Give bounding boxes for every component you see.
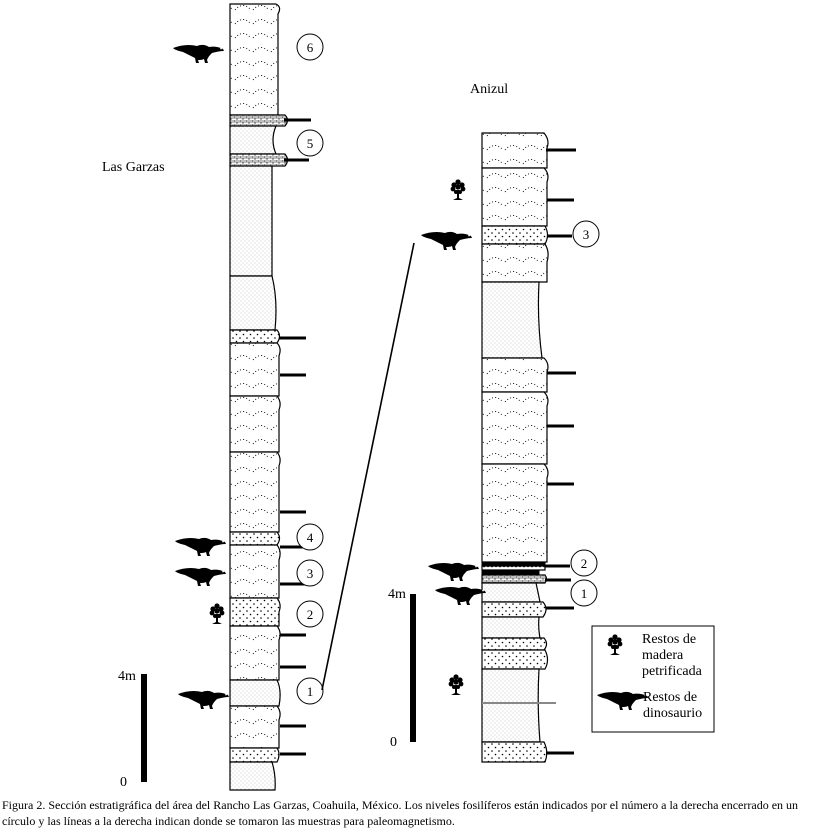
petrified-wood-tree-icon bbox=[448, 674, 464, 695]
stratum-a15 bbox=[481, 616, 541, 639]
fossil-level-1: 1 bbox=[296, 677, 324, 705]
anizul-column: 3 2 1 bbox=[421, 132, 600, 763]
petrified-wood-tree-icon bbox=[607, 634, 623, 655]
stratum-l11 bbox=[229, 531, 281, 546]
stratum-a3 bbox=[481, 225, 549, 245]
stratum-a10 bbox=[481, 565, 546, 571]
svg-text:2: 2 bbox=[581, 556, 588, 571]
svg-text:1: 1 bbox=[307, 684, 314, 699]
stratum-l12 bbox=[229, 544, 281, 599]
dinosaur-icon bbox=[173, 44, 224, 63]
anizul-sample-ticks bbox=[545, 148, 576, 755]
las-garzas-sample-ticks bbox=[279, 118, 311, 756]
stratum-a12 bbox=[481, 574, 548, 584]
stratum-a6 bbox=[481, 357, 549, 393]
stratum-l7 bbox=[229, 329, 281, 344]
anizul-title: Anizul bbox=[470, 82, 508, 97]
stratum-a13 bbox=[481, 582, 541, 603]
svg-text:6: 6 bbox=[307, 40, 314, 55]
stratum-l10 bbox=[229, 451, 281, 533]
fossil-level-6: 6 bbox=[296, 33, 324, 61]
svg-text:3: 3 bbox=[307, 566, 314, 581]
stratum-a5 bbox=[481, 281, 543, 359]
fossil-level-2: 2 bbox=[570, 549, 598, 577]
stratum-a2 bbox=[481, 167, 549, 227]
stratum-a19 bbox=[481, 741, 548, 763]
anizul-fossil-levels: 3 2 1 bbox=[570, 220, 600, 607]
scale-bar-left: 4m 0 bbox=[118, 669, 147, 790]
las-garzas-column: 6 5 4 3 2 1 bbox=[173, 3, 324, 791]
stratum-l2 bbox=[229, 114, 289, 127]
dinosaur-icon bbox=[175, 537, 226, 556]
stratum-l4 bbox=[229, 153, 289, 167]
stratum-l13 bbox=[229, 597, 281, 627]
stratum-l15 bbox=[229, 679, 281, 707]
stratum-l8 bbox=[229, 342, 281, 397]
stratum-a8 bbox=[481, 463, 549, 563]
fossil-level-3: 3 bbox=[572, 220, 600, 248]
stratum-a11 bbox=[481, 569, 540, 576]
stratum-l5 bbox=[229, 165, 273, 277]
dinosaur-icon bbox=[435, 586, 486, 605]
legend-wood-label: Restos de madera petrificada bbox=[642, 632, 703, 679]
stratum-l18 bbox=[229, 761, 276, 791]
fossil-level-4: 4 bbox=[296, 523, 324, 551]
svg-text:4: 4 bbox=[307, 530, 314, 545]
figure-caption: Figura 2. Sección estratigráfica del áre… bbox=[2, 798, 799, 828]
stratum-l9 bbox=[229, 395, 281, 453]
svg-text:3: 3 bbox=[583, 227, 590, 242]
legend: Restos de madera petrificada Restos de d… bbox=[591, 625, 715, 733]
stratum-a17 bbox=[481, 649, 549, 670]
legend-dino-label: Restos de dinosaurio bbox=[643, 690, 702, 721]
dinosaur-icon bbox=[178, 690, 229, 709]
stratum-l14 bbox=[229, 625, 281, 681]
dinosaur-icon bbox=[597, 691, 648, 710]
stratum-l6 bbox=[229, 275, 277, 331]
svg-text:4m: 4m bbox=[118, 669, 136, 684]
dinosaur-icon bbox=[421, 231, 472, 250]
stratum-a4 bbox=[481, 243, 549, 283]
svg-text:2: 2 bbox=[307, 607, 314, 622]
fossil-level-1: 1 bbox=[570, 579, 598, 607]
svg-text:1: 1 bbox=[581, 586, 588, 601]
stratum-l1 bbox=[229, 3, 281, 116]
stratum-a1 bbox=[481, 132, 549, 169]
scale-bar-right: 4m 0 bbox=[388, 587, 416, 750]
stratum-l17 bbox=[229, 747, 280, 763]
las-garzas-fossil-levels: 6 5 4 3 2 1 bbox=[296, 33, 324, 705]
stratum-l3 bbox=[229, 125, 277, 155]
stratum-a16 bbox=[481, 637, 548, 651]
stratum-l16 bbox=[229, 705, 281, 749]
petrified-wood-tree-icon bbox=[450, 179, 466, 200]
svg-text:4m: 4m bbox=[388, 587, 406, 602]
fossil-level-3: 3 bbox=[296, 559, 324, 587]
stratum-a14 bbox=[481, 601, 547, 618]
dinosaur-icon bbox=[428, 562, 479, 581]
dinosaur-icon bbox=[175, 567, 226, 586]
svg-text:5: 5 bbox=[307, 136, 314, 151]
fossil-level-2: 2 bbox=[296, 600, 324, 628]
fossil-level-5: 5 bbox=[296, 129, 324, 157]
correlation-line bbox=[321, 242, 415, 691]
las-garzas-title: Las Garzas bbox=[102, 160, 165, 175]
stratum-a18 bbox=[481, 668, 541, 743]
svg-text:0: 0 bbox=[390, 735, 397, 750]
petrified-wood-tree-icon bbox=[209, 603, 225, 624]
svg-text:0: 0 bbox=[120, 775, 127, 790]
stratum-a7 bbox=[481, 391, 549, 465]
